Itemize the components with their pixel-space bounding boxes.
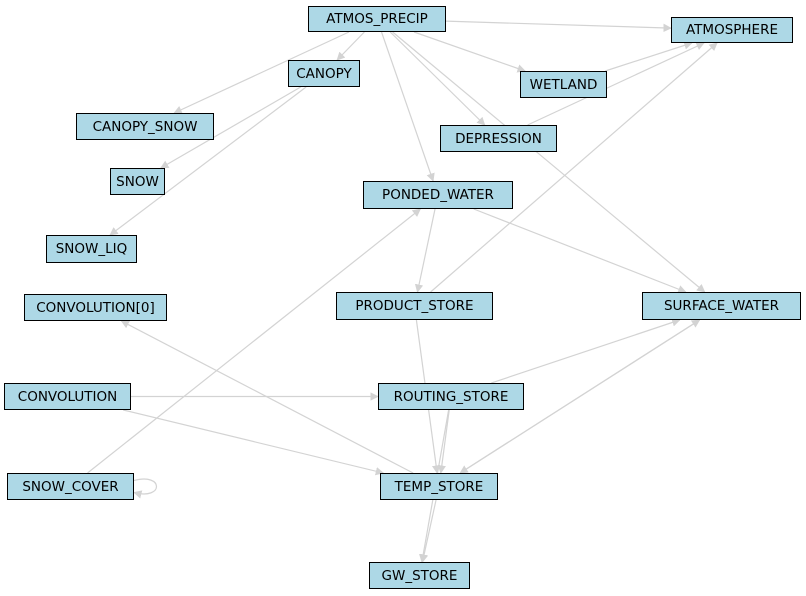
edge-canopy-to-snow <box>160 86 301 169</box>
node-atmos-precip[interactable]: ATMOS_PRECIP <box>308 6 446 32</box>
edge-atmos-precip-to-atmosphere <box>445 20 672 33</box>
node-atmosphere[interactable]: ATMOSPHERE <box>671 17 793 43</box>
edge-product-store-to-atmosphere <box>430 42 718 293</box>
edge-temp-store-to-convolution-0 <box>120 320 414 474</box>
edge-atmos-precip-to-depression <box>389 31 486 126</box>
edge-snow-cover-to-ponded-water <box>87 208 422 474</box>
edge-depression-to-atmosphere <box>527 42 705 126</box>
edge-atmos-precip-to-surface-water <box>392 31 706 293</box>
node-wetland[interactable]: WETLAND <box>520 71 607 98</box>
edge-routing-store-to-surface-water <box>491 318 681 384</box>
edge-snow-cover-to-snow-cover <box>133 478 158 499</box>
edge-canopy-to-snow-liq <box>109 86 307 236</box>
edge-surface-water-to-temp-store <box>459 319 700 474</box>
node-depression[interactable]: DEPRESSION <box>440 125 557 152</box>
edge-ponded-water-to-product-store <box>414 208 436 293</box>
node-convolution-0[interactable]: CONVOLUTION[0] <box>24 294 167 321</box>
node-snow-cover[interactable]: SNOW_COVER <box>7 473 134 500</box>
node-routing-store[interactable]: ROUTING_STORE <box>378 383 524 410</box>
edge-atmos-precip-to-canopy-snow <box>173 31 350 114</box>
edge-atmos-precip-to-canopy <box>336 31 365 61</box>
edge-ponded-water-to-surface-water <box>473 208 687 294</box>
node-product-store[interactable]: PRODUCT_STORE <box>336 292 493 320</box>
node-ponded-water[interactable]: PONDED_WATER <box>363 181 513 209</box>
edge-wetland-to-atmosphere <box>605 41 693 72</box>
node-canopy[interactable]: CANOPY <box>288 60 360 87</box>
node-convolution[interactable]: CONVOLUTION <box>4 383 131 410</box>
node-snow-liq[interactable]: SNOW_LIQ <box>46 235 137 263</box>
node-canopy-snow[interactable]: CANOPY_SNOW <box>76 113 214 140</box>
edge-convolution-to-temp-store <box>123 409 385 476</box>
node-surface-water[interactable]: SURFACE_WATER <box>642 292 801 320</box>
edge-routing-store-to-temp-store <box>437 409 450 474</box>
node-snow[interactable]: SNOW <box>110 168 165 195</box>
edge-atmos-precip-to-ponded-water <box>380 31 435 182</box>
edge-atmos-precip-to-wetland <box>413 31 526 73</box>
node-temp-store[interactable]: TEMP_STORE <box>380 473 498 500</box>
node-gw-store[interactable]: GW_STORE <box>369 562 470 589</box>
edge-temp-store-to-gw-store <box>419 499 437 563</box>
